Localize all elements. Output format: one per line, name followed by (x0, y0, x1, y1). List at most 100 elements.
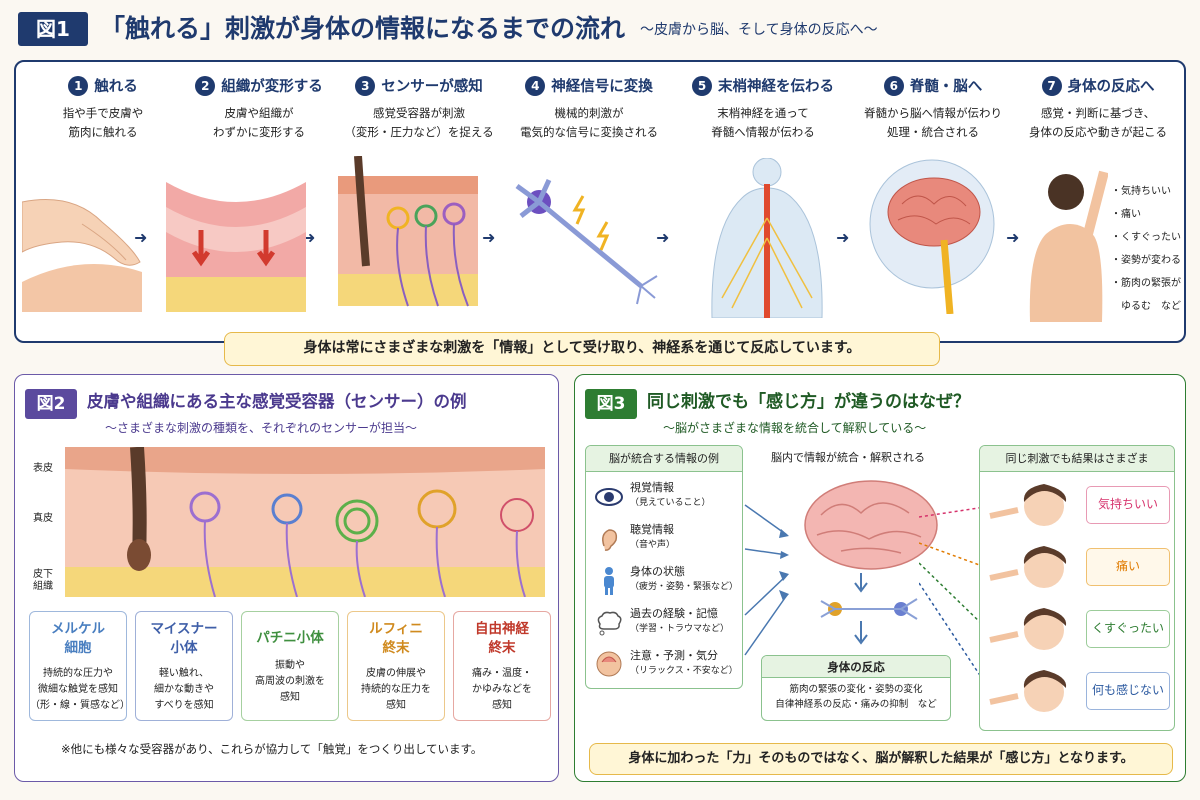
step-title: 脊髄・脳へ (909, 79, 983, 95)
result-box: 同じ刺激でも結果はさまざま 気持ちいい 痛い くすぐったい 何も感じない (979, 445, 1175, 731)
step-desc-line: わずかに変形する (213, 125, 305, 139)
info-box-header: 脳が統合する情報の例 (586, 446, 742, 472)
face-reactions-illustration (989, 484, 1067, 712)
perception-panel: 図3 同じ刺激でも「感じ方」が違うのはなぜ？ 〜脳がさまざまな情報を統合して解釈… (574, 374, 1186, 782)
info-label: 視覚情報 (630, 481, 674, 494)
arrow-icon: ➜ (836, 228, 850, 247)
receptor-desc: 軽い触れ、 細かな動きや すべりを感知 (154, 668, 214, 711)
reaction-item: ・姿勢が変わる (1111, 255, 1181, 266)
brain-spinal-cord-illustration (869, 159, 995, 314)
step-title: 組織が変形する (221, 79, 323, 95)
receptor-card-ruffini: ルフィニ 終末 皮膚の伸展や 持続的な圧力を 感知 (347, 611, 445, 721)
step-desc-line: 電気的な信号に変換される (520, 125, 658, 139)
info-sub: （見えていること） (630, 498, 711, 508)
receptor-desc: 振動や 高周波の刺激を 感知 (255, 660, 325, 703)
perception-summary: 身体に加わった「力」そのものではなく、脳が解釈した結果が「感じ方」となります。 (589, 743, 1173, 775)
arrow-icon: ➜ (482, 228, 496, 247)
step-desc-line: 脊髄へ情報が伝わる (711, 125, 815, 139)
result-connector-lines (919, 506, 986, 684)
step-number: 5 (692, 76, 712, 96)
brain-caption: 脳内で情報が統合・解釈される (771, 451, 925, 464)
step-desc-line: 脊髄から脳へ情報が伝わり (864, 106, 1002, 120)
step-title: 触れる (94, 79, 138, 95)
figure3-badge: 図3 (585, 389, 637, 419)
info-label: 身体の状態 (630, 565, 685, 578)
result-ticklish: くすぐったい (1086, 610, 1170, 648)
reaction-item: ・くすぐったい (1111, 232, 1181, 243)
eye-icon (595, 488, 623, 506)
info-item-attention: 注意・予測・気分 （リラックス・不安など） (594, 648, 739, 684)
info-item-body-state: 身体の状態 （疲労・姿勢・緊張など） (594, 564, 739, 600)
thought-icon (597, 611, 622, 636)
step-number: 4 (525, 76, 546, 96)
step-title: 身体の反応へ (1067, 79, 1155, 95)
reaction-item: ・気持ちいい (1111, 186, 1171, 197)
figure2-subtitle: 〜さまざまな刺激の種類を、それぞれのセンサーが担当〜 (105, 421, 418, 435)
receptor-desc: 持続的な圧力や 微細な触覚を感知 （形・線・質感など） (30, 668, 130, 711)
skin-cross-section-illustration (65, 447, 545, 597)
reaction-item: ゆるむ など (1111, 301, 1181, 312)
flow-summary: 身体は常にさまざまな刺激を「情報」として受け取り、神経系を通じて反応しています。 (224, 332, 940, 366)
layer-label-epidermis: 表皮 (33, 463, 53, 474)
info-sub: （学習・トラウマなど） (630, 624, 730, 634)
result-painful: 痛い (1086, 548, 1170, 586)
layer-label-dermis: 真皮 (33, 513, 53, 524)
receptor-desc: 痛み・温度・ かゆみなどを 感知 (472, 668, 532, 711)
info-label: 過去の経験・記憶 (630, 607, 718, 620)
ear-icon (602, 529, 618, 551)
hand-touching-skin-illustration (22, 199, 142, 312)
layer-label-subcutaneous: 皮下 (33, 569, 53, 580)
receptor-panel: 図2 皮膚や組織にある主な感覚受容器（センサー）の例 〜さまざまな刺激の種類を、… (14, 374, 559, 782)
body-icon (604, 567, 614, 595)
receptor-card-pacinian: パチニ小体 振動や 高周波の刺激を 感知 (241, 611, 339, 721)
reaction-item: ・筋肉の緊張が (1111, 278, 1181, 289)
info-item-vision: 視覚情報 （見えていること） (594, 480, 739, 516)
step-desc-line: 処理・統合される (887, 125, 979, 139)
arrow-icon: ➜ (134, 228, 148, 247)
step-number: 2 (195, 76, 216, 96)
step-title: センサーが感知 (381, 79, 483, 95)
info-item-memory: 過去の経験・記憶 （学習・トラウマなど） (594, 606, 739, 642)
integrated-info-box: 脳が統合する情報の例 視覚情報 （見えていること） 聴覚情報 （音や声） 身体の… (585, 445, 743, 689)
figure3-title: 同じ刺激でも「感じ方」が違うのはなぜ？ (647, 392, 970, 412)
receptor-name: パチニ小体 (256, 630, 324, 646)
receptor-desc: 皮膚の伸展や 持続的な圧力を 感知 (361, 668, 431, 711)
receptor-name: ルフィニ 終末 (369, 621, 423, 656)
figure2-note: ※他にも様々な受容器があり、これらが協力して「触覚」をつくり出しています。 (61, 742, 483, 756)
receptor-name: 自由神経 終末 (475, 621, 529, 656)
info-item-hearing: 聴覚情報 （音や声） (594, 522, 739, 558)
page-title: 「触れる」刺激が身体の情報になるまでの流れ (100, 14, 626, 43)
result-box-header: 同じ刺激でも結果はさまざま (980, 446, 1174, 472)
reaction-list: ・気持ちいい ・痛い ・くすぐったい ・姿勢が変わる ・筋肉の緊張が ゆるむ な… (1111, 180, 1181, 318)
brain-integration-illustration (804, 480, 938, 645)
arrow-icon: ➜ (656, 228, 670, 247)
info-arrows (744, 504, 789, 656)
layer-label-tissue: 組織 (33, 581, 53, 592)
info-label: 聴覚情報 (630, 523, 674, 536)
receptor-name: マイスナー 小体 (150, 621, 218, 656)
person-reaction-illustration (1029, 170, 1108, 322)
body-response-box: 身体の反応 筋肉の緊張の変化・姿勢の変化 自律神経系の反応・痛みの抑制 など (761, 655, 951, 721)
step-desc-line: 機械的刺激が (554, 106, 624, 120)
head-icon (596, 651, 622, 677)
step-title: 末梢神経を伝わる (718, 79, 834, 95)
skin-sensor-illustration (338, 156, 478, 307)
neuron-signal-illustration (515, 178, 658, 305)
figure2-badge: 図2 (25, 389, 77, 419)
step-number: 3 (355, 76, 376, 96)
info-sub: （リラックス・不安など） (630, 666, 738, 676)
page-subtitle: 〜皮膚から脳、そして身体の反応へ〜 (640, 22, 878, 38)
receptor-card-meissner: マイスナー 小体 軽い触れ、 細かな動きや すべりを感知 (135, 611, 233, 721)
figure2-title: 皮膚や組織にある主な感覚受容器（センサー）の例 (87, 392, 467, 411)
body-response-line: 筋肉の緊張の変化・姿勢の変化 (789, 684, 923, 695)
step-desc-line: 感覚受容器が刺激 (373, 106, 465, 120)
body-response-line: 自律神経系の反応・痛みの抑制 など (775, 699, 937, 710)
info-label: 注意・予測・気分 (630, 649, 718, 662)
body-response-header: 身体の反応 (762, 656, 950, 678)
